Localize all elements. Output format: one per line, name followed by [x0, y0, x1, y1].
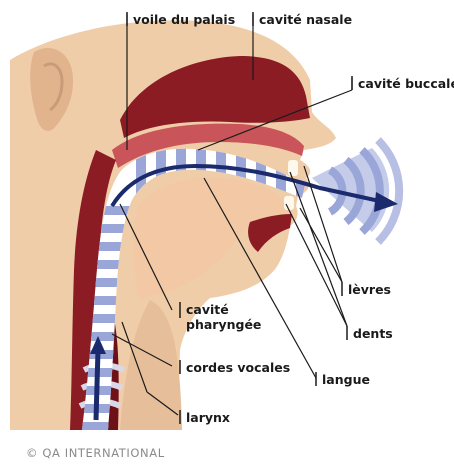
label-cordes-vocales: cordes vocales — [186, 360, 290, 375]
label-cavite-pharyngee-line2: pharyngée — [186, 317, 261, 332]
label-cavite-nasale: cavité nasale — [259, 12, 352, 27]
upper-teeth — [288, 160, 298, 176]
label-dents: dents — [353, 326, 393, 341]
label-levres: lèvres — [348, 282, 391, 297]
label-larynx: larynx — [186, 410, 230, 425]
label-langue: langue — [322, 372, 370, 387]
lower-teeth — [284, 196, 294, 210]
label-cavite-buccale: cavité buccale — [358, 76, 454, 91]
label-voile-du-palais: voile du palais — [133, 12, 235, 27]
copyright-credit: © QA INTERNATIONAL — [26, 446, 165, 460]
label-cavite-pharyngee-line1: cavité — [186, 302, 229, 317]
